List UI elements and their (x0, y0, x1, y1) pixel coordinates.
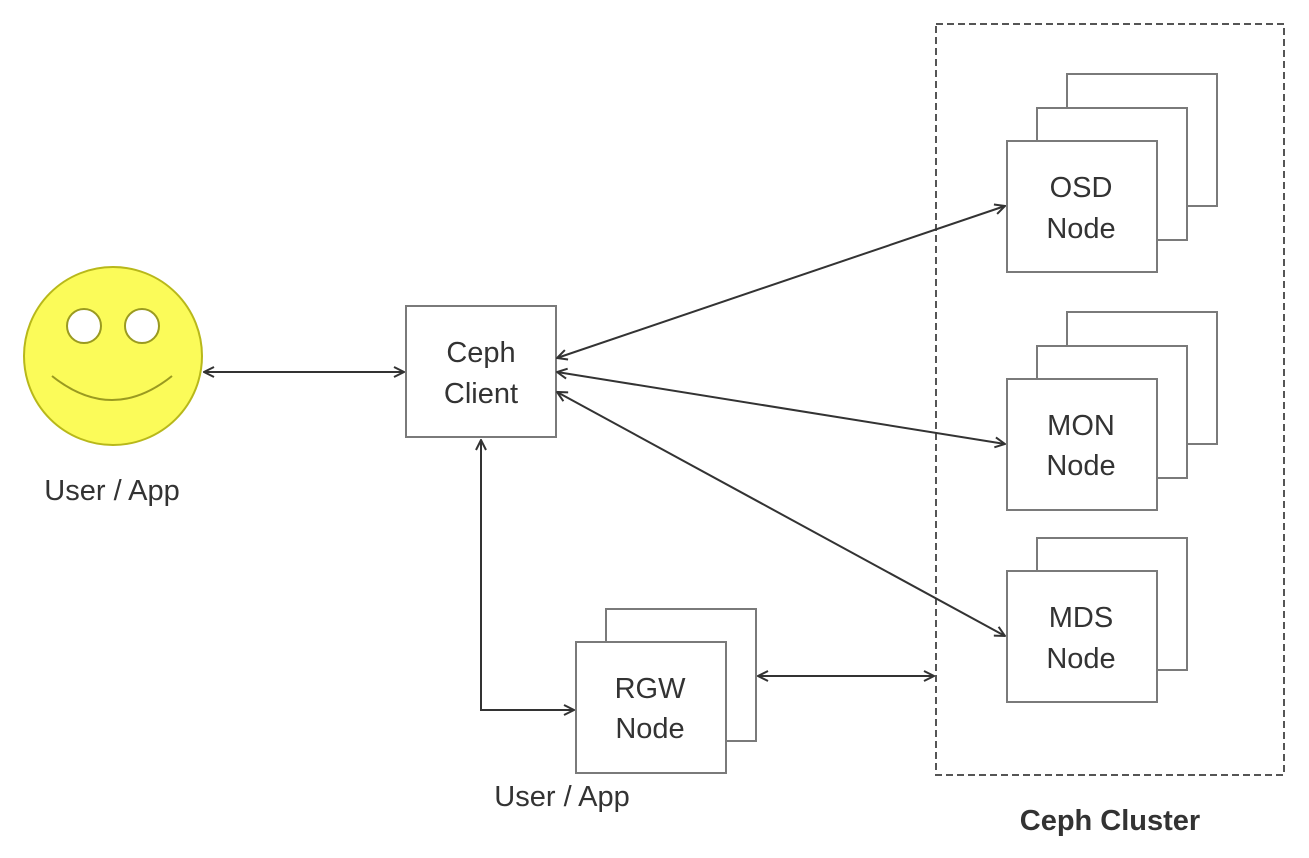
osd-node-stack: OSD Node (1006, 73, 1218, 273)
smiley-mouth (51, 375, 173, 401)
osd-node-label-line1: OSD (1050, 172, 1113, 204)
ceph-client-label-line1: Ceph (446, 337, 515, 369)
edge-client-to-mds (557, 392, 1005, 636)
mds-node-stack: MDS Node (1006, 537, 1188, 703)
mon-node-stack: MON Node (1006, 311, 1218, 511)
mon-node-label-line1: MON (1047, 410, 1115, 442)
edge-client-to-osd (557, 206, 1005, 358)
smiley-right-eye (124, 308, 160, 344)
rgw-node-label-line2: Node (615, 713, 684, 745)
mon-node-label-line2: Node (1046, 450, 1115, 482)
ceph-client-label-line2: Client (444, 378, 518, 410)
mds-node-label-line2: Node (1046, 643, 1115, 675)
edge-client-to-mon (557, 372, 1005, 444)
user-app-left: User / App (23, 266, 203, 507)
rgw-node-label-line1: RGW (615, 673, 687, 705)
smiley-left-eye (66, 308, 102, 344)
ceph-cluster-title: Ceph Cluster (1020, 805, 1200, 837)
rgw-user-app-label: User / App (494, 781, 629, 813)
osd-node-label-line2: Node (1046, 213, 1115, 245)
ceph-client-box: Ceph Client (405, 305, 557, 438)
smiley-face-icon (23, 266, 203, 446)
edge-client-to-rgw (481, 440, 574, 710)
mds-node-label-line1: MDS (1049, 602, 1113, 634)
user-app-label: User / App (44, 475, 179, 507)
